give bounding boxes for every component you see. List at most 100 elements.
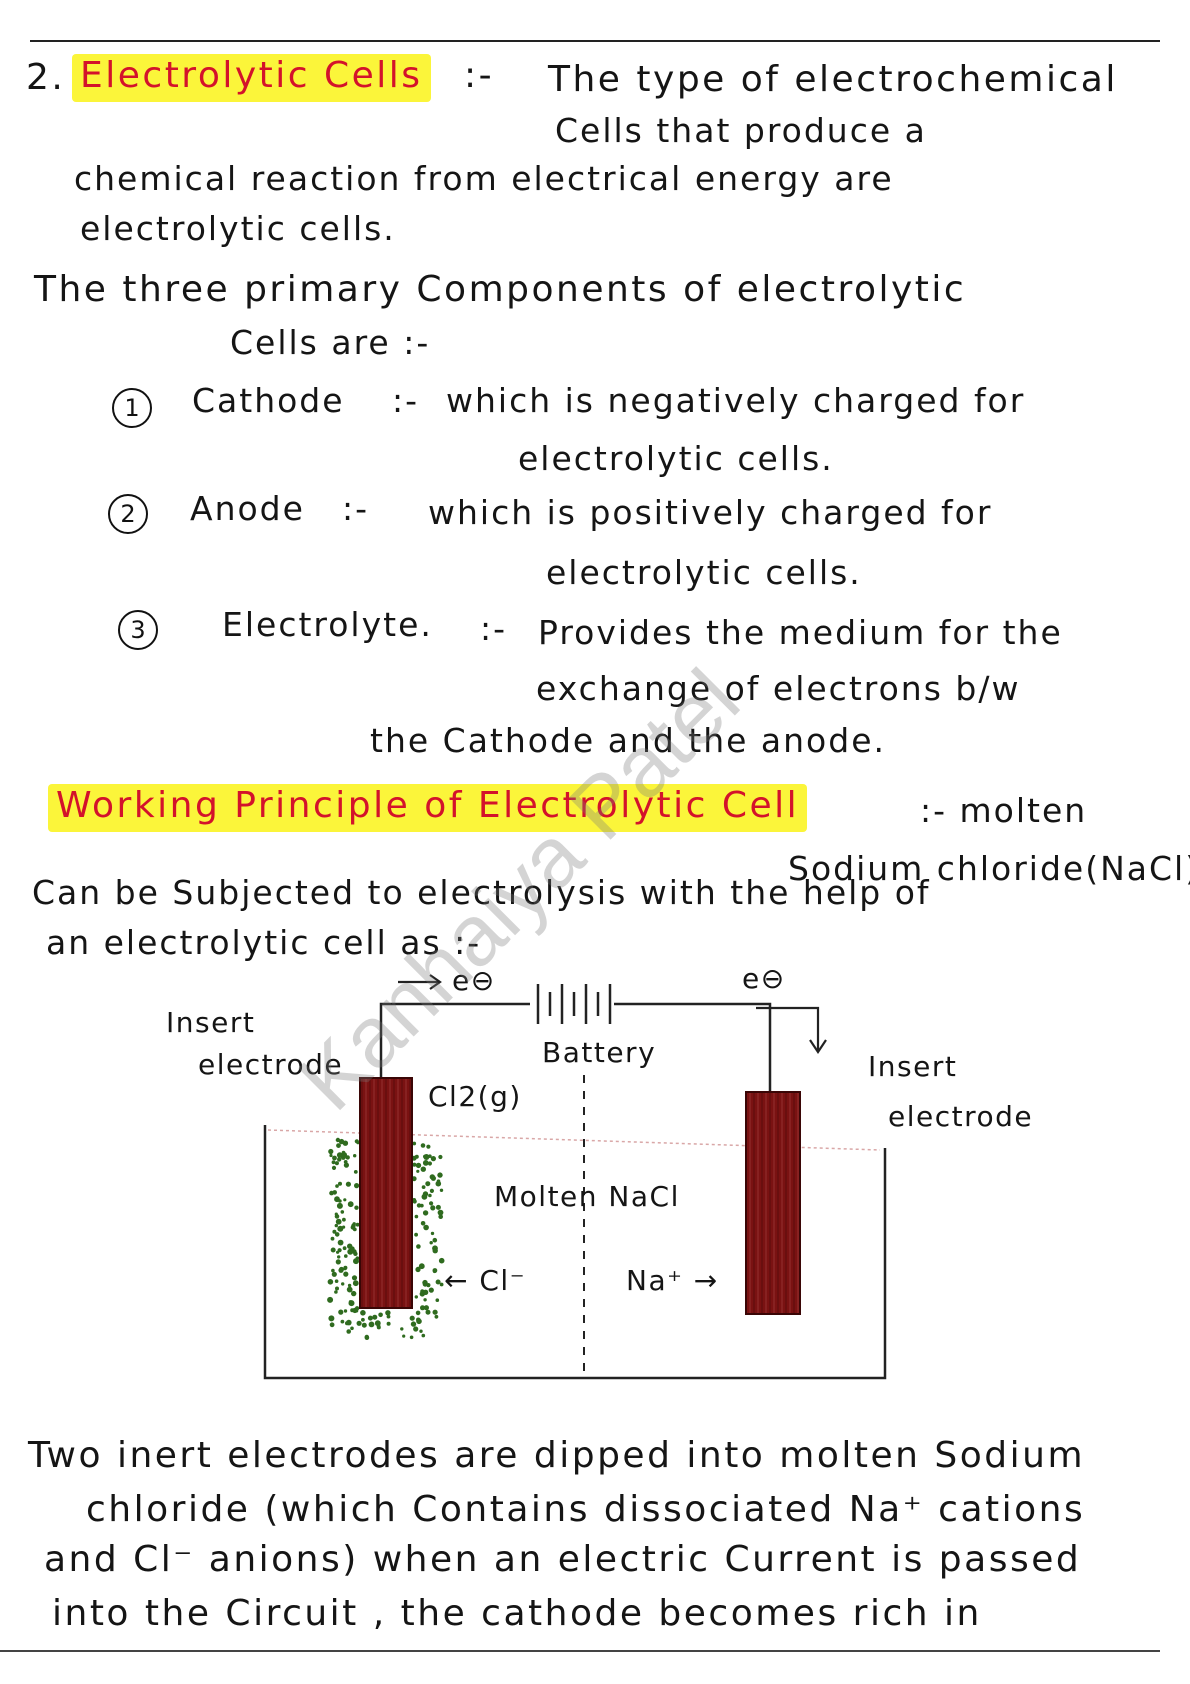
gas-bubble xyxy=(434,1314,439,1319)
gas-bubble xyxy=(356,1141,360,1145)
gas-bubble xyxy=(360,1310,366,1316)
gas-bubble xyxy=(345,1181,351,1187)
gas-bubble xyxy=(432,1248,438,1254)
battery-symbol xyxy=(536,984,612,1024)
section-number: 2. xyxy=(26,57,66,98)
gas-bubble xyxy=(345,1155,350,1160)
gas-bubble xyxy=(351,1275,358,1281)
gas-bubble xyxy=(425,1309,431,1315)
gas-bubble xyxy=(416,1169,420,1173)
gas-bubble xyxy=(422,1279,428,1286)
gas-bubble xyxy=(438,1214,444,1219)
gas-bubble xyxy=(336,1202,343,1209)
gas-bubble xyxy=(337,1225,344,1232)
gas-bubble xyxy=(334,1196,340,1203)
bottom-rule xyxy=(0,1650,1160,1652)
gas-bubble xyxy=(347,1201,354,1208)
gas-bubble xyxy=(416,1203,422,1208)
gas-bubble xyxy=(412,1198,417,1202)
gas-bubble xyxy=(337,1239,344,1246)
gas-bubble xyxy=(420,1221,426,1226)
gas-bubble xyxy=(335,1137,341,1143)
item-name-anode: Anode xyxy=(190,489,305,528)
gas-bubble xyxy=(354,1308,359,1313)
gas-bubble xyxy=(420,1166,426,1172)
gas-bubble xyxy=(348,1300,352,1304)
gas-bubble xyxy=(340,1319,345,1324)
gas-bubble xyxy=(429,1188,434,1193)
gas-bubble xyxy=(337,1157,342,1162)
gas-bubble xyxy=(421,1193,428,1200)
working-title: Working Principle of Electrolytic Cell xyxy=(48,784,808,832)
gas-bubble xyxy=(413,1326,419,1332)
gas-bubble xyxy=(425,1181,431,1187)
gas-bubble xyxy=(335,1286,339,1291)
definition-line-1: The type of electrochemical xyxy=(548,59,1118,100)
gas-bubble xyxy=(353,1170,358,1174)
gas-bubble xyxy=(422,1210,429,1216)
gas-bubble xyxy=(421,1185,426,1189)
gas-bubble xyxy=(343,1198,347,1202)
wire-left xyxy=(379,1002,530,1080)
gas-bubble xyxy=(439,1282,444,1287)
sodium-ion-label: Na⁺ → xyxy=(626,1264,719,1297)
gas-bubble xyxy=(356,1320,362,1326)
gas-bubble xyxy=(429,1201,434,1206)
gas-bubble xyxy=(361,1317,365,1322)
gas-bubble xyxy=(330,1247,336,1253)
gas-bubble xyxy=(334,1161,339,1166)
working-line-4: an electrolytic cell as :- xyxy=(46,923,482,962)
item-desc-anode-2: electrolytic cells. xyxy=(546,553,862,592)
gas-bubble xyxy=(354,1205,359,1210)
top-rule xyxy=(30,40,1160,42)
gas-bubble xyxy=(350,1326,354,1331)
item-desc-cathode-2: electrolytic cells. xyxy=(518,439,834,478)
gas-bubble xyxy=(410,1321,417,1327)
gas-bubble xyxy=(346,1329,352,1334)
gas-bubble xyxy=(328,1148,334,1155)
electron-arrow-right xyxy=(756,1006,820,1050)
definition-line-2: Cells that produce a xyxy=(555,111,927,150)
gas-bubble xyxy=(423,1298,427,1302)
gas-bubble xyxy=(428,1193,432,1198)
gas-bubble xyxy=(331,1165,337,1170)
gas-bubble xyxy=(400,1327,404,1331)
item-desc-electrolyte-3: the Cathode and the anode. xyxy=(370,721,886,760)
gas-bubble xyxy=(419,1203,424,1208)
gas-bubble xyxy=(331,1268,335,1273)
chlorine-gas-label: Cl2(g) xyxy=(428,1080,522,1113)
gas-bubble xyxy=(335,1259,341,1265)
gas-bubble xyxy=(376,1325,381,1330)
gas-bubble xyxy=(421,1333,426,1338)
gas-bubble xyxy=(347,1283,352,1288)
gas-bubble xyxy=(423,1154,427,1159)
definition-line-4: electrolytic cells. xyxy=(80,209,396,248)
gas-bubble xyxy=(439,1188,444,1193)
gas-bubble xyxy=(351,1290,357,1297)
insert-left-line-2: electrode xyxy=(198,1048,344,1081)
gas-bubble xyxy=(336,1143,341,1148)
gas-bubble xyxy=(338,1267,344,1273)
gas-bubble xyxy=(327,1296,334,1303)
gas-bubble xyxy=(402,1334,406,1338)
number-circle-2: 2 xyxy=(108,494,148,534)
gas-bubble xyxy=(419,1329,423,1333)
gas-bubble xyxy=(435,1298,440,1302)
gas-bubble xyxy=(422,1289,429,1296)
container-outline xyxy=(263,1125,887,1380)
gas-bubble xyxy=(347,1243,353,1249)
gas-bubble xyxy=(432,1309,438,1315)
gas-bubble xyxy=(416,1317,421,1323)
gas-bubble xyxy=(423,1305,429,1311)
gas-bubble xyxy=(437,1172,443,1178)
gas-bubble xyxy=(334,1232,340,1237)
gas-bubble xyxy=(336,1152,343,1158)
gas-bubble xyxy=(364,1335,370,1340)
gas-bubble xyxy=(367,1315,373,1321)
gas-bubble xyxy=(426,1144,431,1149)
gas-bubble xyxy=(352,1280,359,1287)
gas-bubble xyxy=(335,1218,342,1225)
gas-bubble xyxy=(353,1154,357,1158)
gas-bubble xyxy=(352,1222,356,1226)
